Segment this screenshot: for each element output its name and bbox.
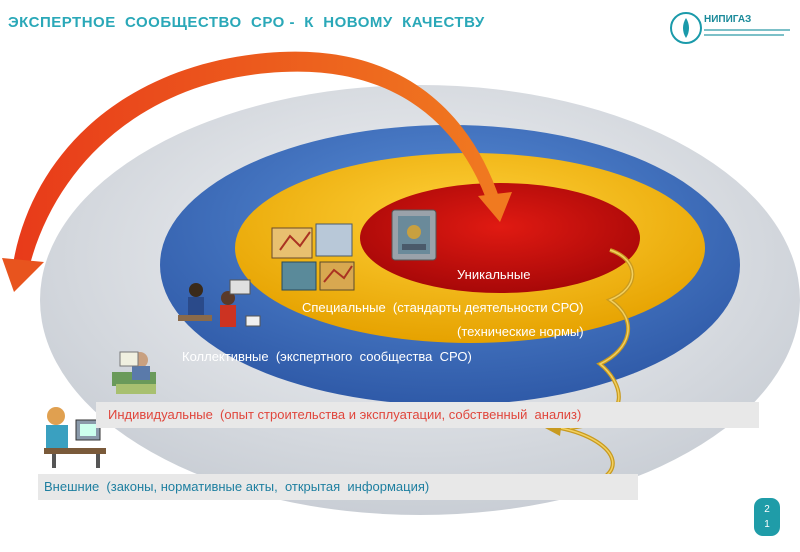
page-number-line1: 2 bbox=[764, 504, 770, 515]
logo-subtitle-lines bbox=[704, 29, 790, 36]
page-number-badge: 2 1 bbox=[754, 498, 780, 536]
level-unique-subtitle: (технические нормы) bbox=[457, 324, 584, 339]
safe-icon bbox=[391, 209, 437, 261]
level-external-band: Внешние (законы, нормативные акты, откры… bbox=[38, 474, 638, 500]
level-collective-label: Коллективные (экспертного сообщества СРО… bbox=[182, 349, 472, 364]
reading-person-icon bbox=[112, 351, 156, 394]
level-individual-label: Индивидуальные (опыт строительства и экс… bbox=[108, 407, 582, 422]
documents-collage-icon bbox=[271, 223, 355, 291]
page-number-line2: 1 bbox=[764, 519, 770, 530]
level-external-label: Внешние (законы, нормативные акты, откры… bbox=[44, 479, 430, 494]
logo-icon bbox=[670, 12, 702, 44]
level-unique-label: Уникальные (технические нормы) bbox=[457, 227, 584, 360]
level-unique-title: Уникальные bbox=[457, 267, 531, 282]
curved-arrow-icon bbox=[12, 51, 500, 273]
level-individual-band: Индивидуальные (опыт строительства и экс… bbox=[96, 402, 759, 428]
page-title: ЭКСПЕРТНОЕ СООБЩЕСТВО СРО - К НОВОМУ КАЧ… bbox=[8, 14, 485, 31]
person-at-computer-icon bbox=[44, 407, 106, 468]
logo-text: НИПИГАЗ bbox=[704, 14, 752, 25]
arrow-head-icon bbox=[2, 258, 44, 292]
people-at-desk-icon bbox=[178, 279, 261, 327]
level-special-label: Специальные (стандарты деятельности СРО) bbox=[302, 300, 584, 315]
